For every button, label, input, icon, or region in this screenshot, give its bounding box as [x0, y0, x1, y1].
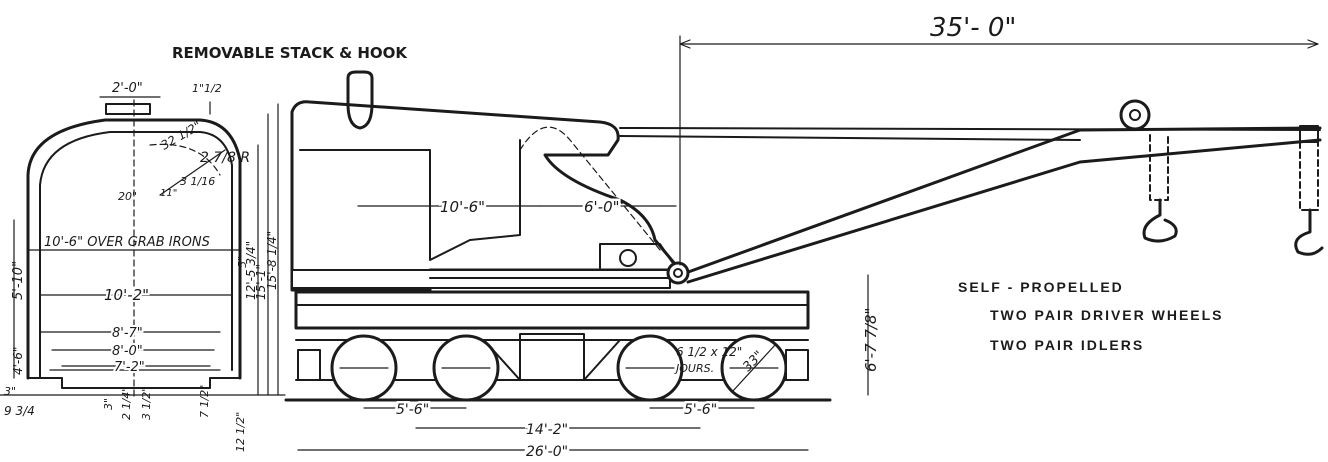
dim-r-large: 32 1/2" [159, 119, 204, 153]
dim-height-15-1: 15'-1" [254, 264, 268, 300]
dim-top-width: 2'-0" [112, 81, 143, 96]
hoist-winch [599, 243, 673, 269]
dim-width-7-2: 7'-2" [114, 360, 145, 375]
cab-inner-outline [39, 131, 233, 379]
cab-section-outline [26, 118, 242, 380]
section-base [27, 377, 241, 389]
boom-lower-chord [686, 138, 1322, 284]
dim-bottom-2: 2 1/4" [120, 387, 133, 420]
dim-10-6: 10'-6" [440, 198, 485, 216]
boom-heel-pin [666, 261, 690, 285]
dim-5-6-left: 5'-6" [396, 402, 429, 418]
house-outline [290, 100, 682, 292]
removable-stack-hook-title: REMOVABLE STACK & HOOK [172, 44, 408, 62]
house-inner [299, 139, 521, 261]
dim-height-5-10: 5'-10" [11, 261, 26, 300]
note-self-propelled: SELF - PROPELLED [958, 279, 1124, 295]
crane-side-elevation: 35'- 0" 10'-6" 6'-0" 6'-7 7/8" 6 1/2 x 1… [172, 13, 1324, 462]
boom-reach-arrow-left [679, 39, 691, 49]
boom-reach-label: 35'- 0" [930, 13, 1016, 43]
sheave-inner [1129, 109, 1141, 121]
dim-bottom-3-half: 3 1/2" [140, 387, 153, 420]
dim-journal: 6 1/2 x 12" [676, 345, 742, 359]
equalizer [483, 339, 621, 381]
boom-guy-line [619, 127, 1321, 131]
dim-offset-20: 20" [118, 190, 137, 203]
dim-over-grab-irons: 10'-6" OVER GRAB IRONS [44, 235, 210, 250]
boom-heel-pin-inner [673, 268, 683, 278]
dim-width-8-7: 8'-7" [112, 326, 143, 341]
hook-block-right [1299, 141, 1319, 211]
dim-bottom-7: 7 1/2" [198, 385, 211, 418]
dim-rail-height: 6'-7 7/8" [862, 308, 880, 372]
dim-6-0: 6'-0" [584, 198, 620, 216]
dim-height-12-5: 12'-5 3/4" [244, 241, 258, 300]
wheel-dia-line [731, 343, 777, 393]
boom-heel-dash [519, 126, 661, 251]
end-section-view: 2'-0" 1"1/2 2 7/8 R 32 1/2" 3 1/16 20" 1… [0, 81, 286, 452]
dim-width-10-2: 10'-2" [104, 286, 149, 304]
wheels [330, 334, 788, 402]
boom-guy-line-2 [619, 135, 1081, 141]
dim-26-0: 26'-0" [526, 444, 568, 460]
dim-bottom-3b: 3" [102, 398, 115, 410]
dim-bottom-3: 3" [4, 385, 16, 398]
dim-top-offset: 1"1/2 [192, 82, 222, 95]
winch-drum [619, 249, 637, 267]
dim-offset-11: 11" [160, 188, 177, 199]
dim-width-8-0: 8'-0" [112, 344, 143, 359]
dim-r-small: 3 1/16 [180, 175, 215, 188]
dim-height-5in: 5" [236, 256, 249, 268]
radius-line [159, 149, 226, 196]
boom-reach-arrow-right [1307, 39, 1319, 49]
note-idlers: TWO PAIR IDLERS [990, 337, 1144, 353]
dim-5-6-right: 5'-6" [684, 402, 717, 418]
hook-left-icon [1142, 198, 1178, 243]
dim-height-4-6: 4'-6" [11, 347, 25, 375]
sheave [1119, 99, 1151, 131]
stack-top-section [105, 103, 151, 115]
journal-box-right [785, 349, 809, 381]
boom-tip [1299, 125, 1319, 143]
journal-box-left [297, 349, 321, 381]
dim-radius: 2 7/8 R [200, 150, 250, 166]
radius-arc [149, 143, 221, 176]
hook-block-left [1149, 134, 1169, 201]
dim-height-15-8: 15'-8 1/4" [265, 231, 279, 290]
dim-14-2: 14'-2" [526, 422, 568, 438]
removable-stack [346, 70, 374, 130]
car-body-frame [294, 290, 810, 330]
note-driver-wheels: TWO PAIR DRIVER WHEELS [990, 307, 1224, 323]
hook-right-icon [1294, 208, 1324, 256]
dim-bottom-12: 12 1/2" [234, 412, 247, 452]
dim-bottom-9: 9 3/4 [4, 404, 35, 418]
dim-jours: JOURS. [674, 362, 714, 375]
